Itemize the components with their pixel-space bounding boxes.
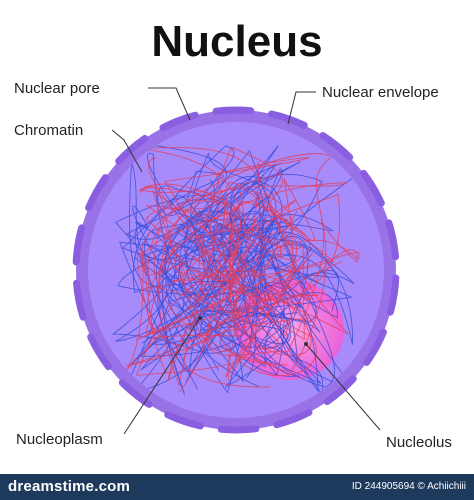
pore-segment (85, 174, 109, 212)
leader-dot-nucleolus (304, 342, 308, 346)
pore-segment (118, 379, 153, 408)
leader-line-chromatin (111, 129, 143, 173)
chromatin-strand (117, 174, 340, 395)
pore-segment (73, 279, 87, 321)
chromatin-strand (146, 182, 348, 370)
pore-segment (72, 224, 86, 266)
pore-segment (115, 135, 149, 165)
pore-segment (268, 110, 308, 129)
leader-dot-nucleoplasm (198, 316, 202, 320)
pore-segment (386, 274, 400, 316)
footer-id: ID 244905694 © Achiichiii (351, 481, 466, 492)
pore-segment (164, 411, 204, 430)
label-chromatin: Chromatin (14, 122, 83, 139)
pore-segment (273, 408, 313, 429)
pore-segment (319, 132, 354, 161)
label-nucleolus: Nucleolus (386, 434, 452, 451)
label-nuclear-pore: Nuclear pore (14, 80, 100, 97)
leader-line-nucleolus (305, 343, 381, 431)
pore-segment (363, 328, 387, 366)
footer-brand: dreamstime.com (8, 478, 131, 495)
pore-segment (360, 169, 385, 207)
pore-segment (323, 375, 357, 405)
chromatin-strand (135, 201, 317, 378)
chromatin-strand (139, 157, 358, 356)
chromatin-strand (145, 146, 342, 353)
nuclear-pores (72, 106, 400, 434)
chromatin (111, 144, 360, 395)
chromatin-strand (126, 144, 323, 394)
page-title: Nucleus (151, 17, 322, 66)
watermark-footer: dreamstime.com ID 244905694 © Achiichiii (0, 474, 474, 500)
pore-segment (212, 106, 255, 115)
leader-line-nuclear-envelope (287, 91, 316, 125)
chromatin-strand (135, 178, 316, 381)
pore-segment (385, 219, 399, 261)
nucleus-diagram: Nucleus Nuclear pore Nuclear envelope Ch… (14, 17, 452, 451)
chromatin-strand (188, 162, 360, 393)
chromatin-strand (118, 153, 360, 380)
pore-segment (87, 333, 112, 371)
leader-line-nuclear-pore (148, 87, 191, 121)
chromatin-strand (115, 145, 324, 395)
leader-line-nucleoplasm (123, 317, 201, 435)
pore-segment (159, 111, 199, 132)
label-nucleoplasm: Nucleoplasm (16, 431, 103, 448)
label-nuclear-envelope: Nuclear envelope (322, 84, 439, 101)
pore-segment (217, 425, 260, 434)
